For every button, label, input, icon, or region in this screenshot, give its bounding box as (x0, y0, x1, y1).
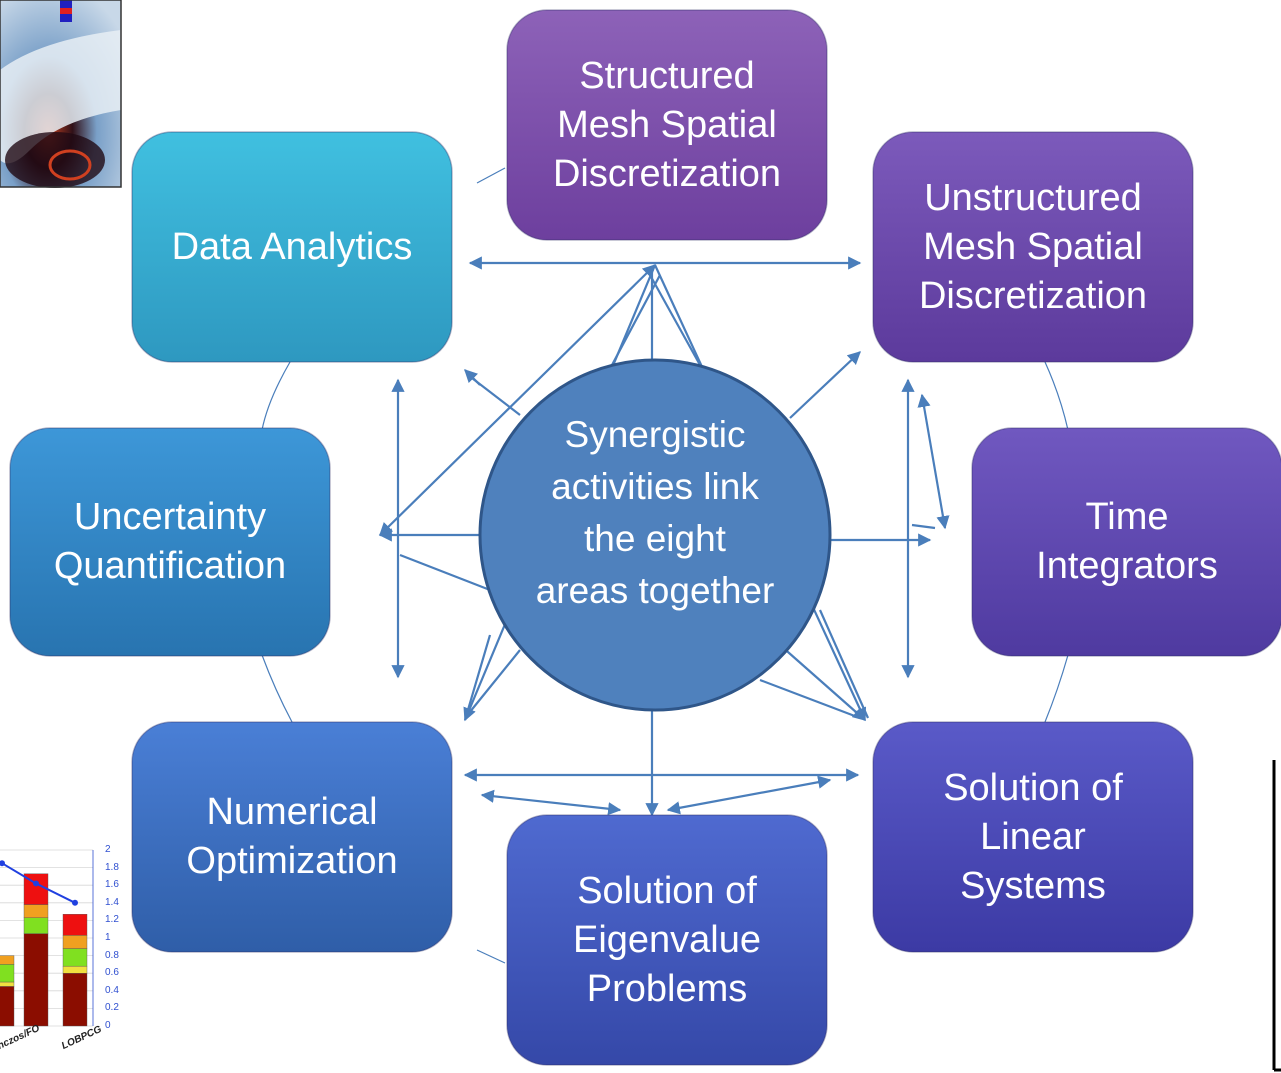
area-boxes (9, 9, 1281, 1066)
inset-axis-tick: 2 (105, 844, 111, 855)
inset-bar-chart (0, 845, 98, 1073)
right-edge-fragment (1272, 760, 1281, 1072)
inset-bar-segment (0, 986, 15, 1027)
area-box-unstructured (872, 131, 1194, 363)
area-box-uq (9, 427, 331, 657)
satellite-image (0, 0, 122, 188)
inset-bar-segment (23, 917, 49, 934)
inset-axis-tick: 0.8 (105, 949, 119, 961)
inset-bar-segment (62, 935, 88, 949)
center-circle (478, 358, 832, 712)
inset-line-point (33, 880, 39, 887)
inset-bar-segment (23, 933, 49, 1027)
inset-line-point (72, 899, 78, 906)
inset-bar-segment (0, 955, 15, 965)
inset-bar-segment (62, 914, 88, 936)
ring-arcs (261, 167, 1069, 964)
inset-axis-tick: 1.6 (105, 879, 119, 891)
area-box-analytics (131, 131, 453, 363)
area-box-eigen (506, 814, 828, 1066)
inset-bar-segment (23, 904, 49, 918)
inset-axis-tick: 0.4 (105, 984, 119, 996)
area-box-linear (872, 721, 1194, 953)
inset-axis-tick: 1.4 (105, 896, 119, 908)
area-box-optimization (131, 721, 453, 953)
inset-axis-tick: 0 (105, 1020, 111, 1031)
inset-axis-tick: 0.6 (105, 967, 119, 979)
inset-bar-segment (62, 973, 88, 1027)
area-box-structured (506, 9, 828, 241)
inset-bar-segment (0, 964, 15, 983)
area-box-time (971, 427, 1281, 657)
arrow-network (378, 256, 950, 817)
inset-bar-segment (62, 965, 88, 974)
inset-axis-tick: 0.2 (105, 1002, 119, 1014)
inset-axis-tick: 1 (105, 932, 111, 943)
inset-bar-segment (62, 948, 88, 967)
inset-bar-segment (0, 981, 15, 987)
inset-line-point (0, 860, 5, 867)
inset-axis-tick: 1.8 (105, 861, 119, 873)
inset-axis-tick: 1.2 (105, 914, 119, 926)
